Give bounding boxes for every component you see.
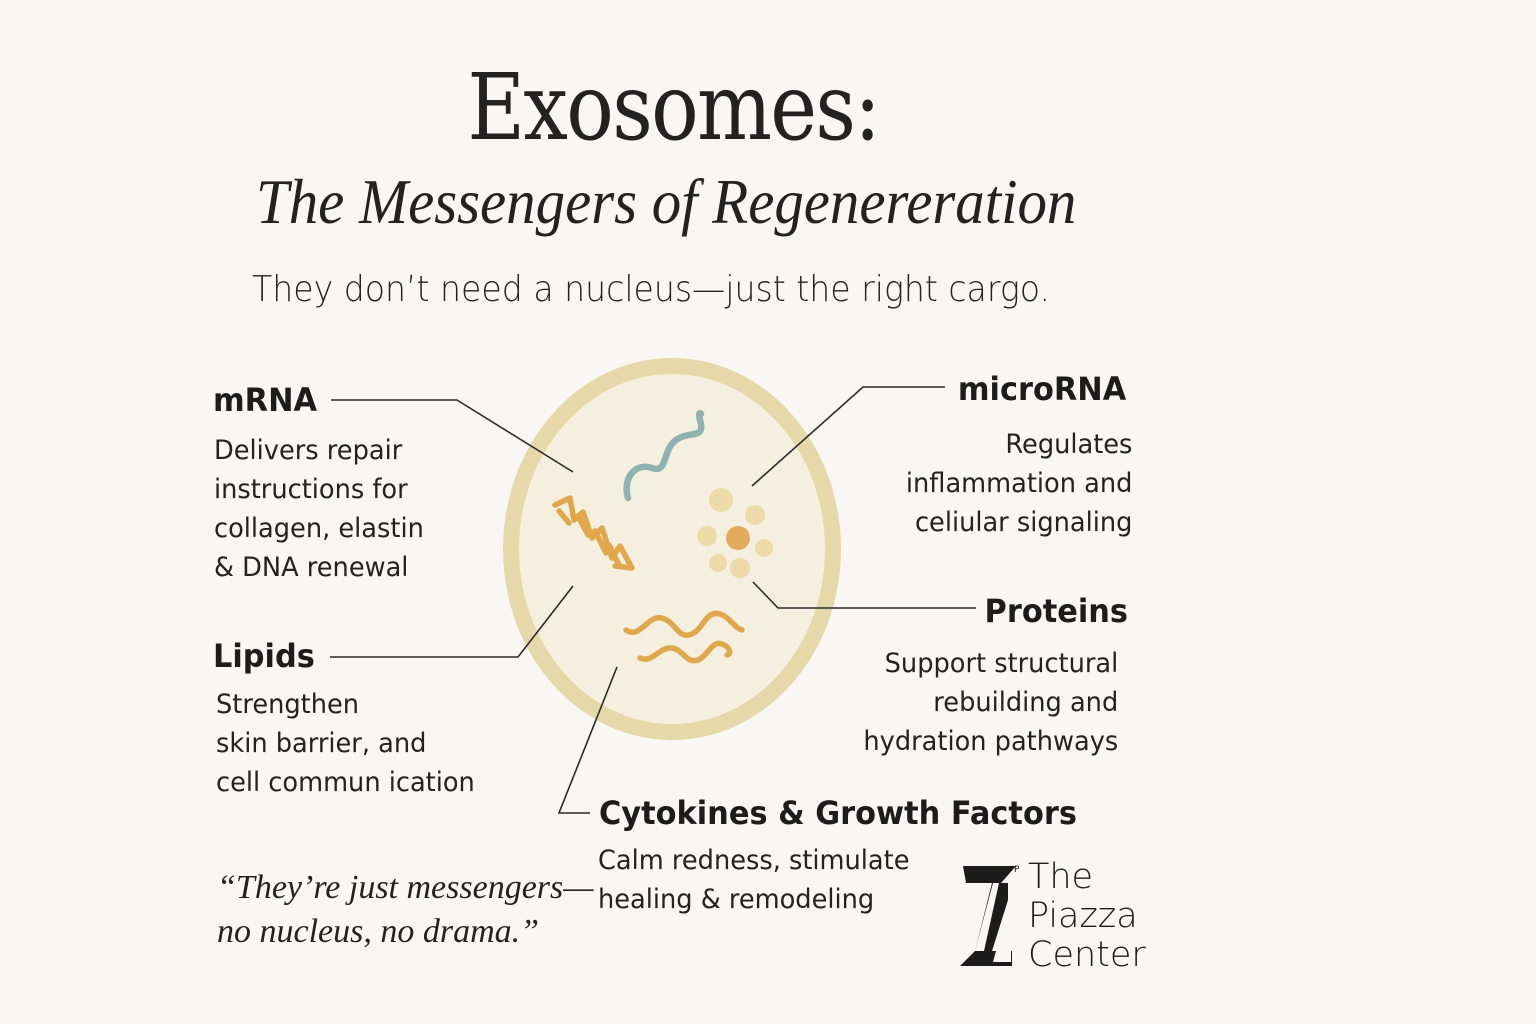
protein-cluster-icon (697, 488, 773, 578)
tagline: They don’t need a nucleus—just the right… (252, 269, 1050, 310)
proteins-label: Proteins (984, 592, 1128, 630)
lipids-label: Lipids (213, 637, 315, 675)
cytokines-label: Cytokines & Growth Factors (599, 794, 1077, 832)
lipid-wave-icon (623, 610, 745, 664)
cytokines-description: Calm redness, stimulate healing & remode… (598, 845, 910, 915)
proteins-description: Support structural rebuilding and hydrat… (863, 648, 1118, 757)
mrna-label: mRNA (213, 381, 318, 419)
page-subtitle: The Messengers of Regenereration (256, 166, 1077, 237)
leader-line-cytokines (557, 666, 618, 814)
piazza-logo-icon: P (960, 865, 1020, 966)
page-title: Exosomes: (467, 54, 881, 161)
microrna-description: Regulates inflammation and celiular sign… (905, 429, 1132, 538)
svg-text:P: P (1014, 865, 1020, 875)
dna-double-helix-icon (552, 495, 635, 571)
brand-name: The Piazza Center (1028, 857, 1146, 975)
mrna-description: Delivers repair instructions for collage… (214, 435, 424, 583)
leader-line-microrna (751, 386, 945, 487)
leader-line-lipids (330, 585, 574, 658)
leader-lines (330, 386, 976, 814)
exosome-vesicle (503, 358, 841, 740)
lipids-description: Strengthen skin barrier, and cell commun… (216, 689, 475, 798)
pull-quote: “They’re just messengers— no nucleus, no… (217, 869, 594, 950)
microrna-label: microRNA (957, 370, 1126, 408)
rna-strand-icon (623, 409, 705, 502)
leader-line-mrna (331, 399, 574, 473)
leader-line-proteins (752, 581, 976, 609)
